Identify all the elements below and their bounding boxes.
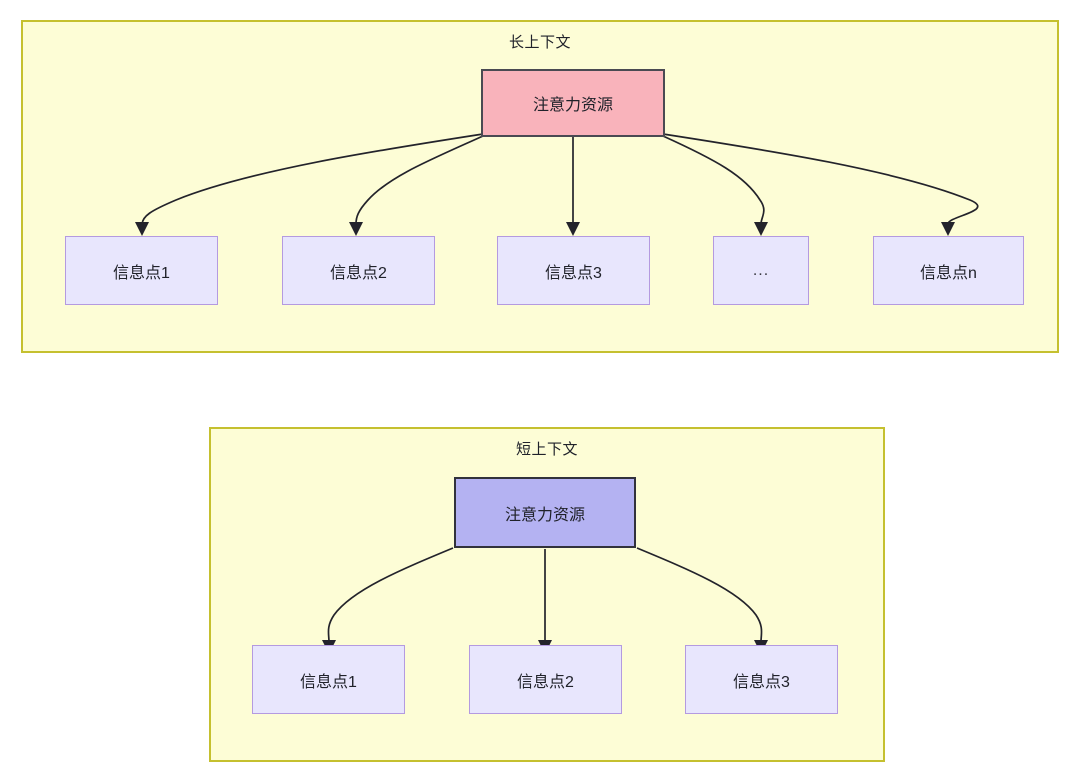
node-attention-resource-short-label: 注意力资源 xyxy=(504,506,585,524)
node-info-point-1-short-label: 信息点1 xyxy=(300,673,357,691)
panel-long-context-title: 长上下文 xyxy=(508,34,571,51)
node-info-point-1-long-label: 信息点1 xyxy=(113,264,170,282)
node-attention-resource-short[interactable]: 注意力资源 xyxy=(454,477,636,548)
node-info-point-2-long[interactable]: 信息点2 xyxy=(282,236,435,305)
node-info-point-3-short-label: 信息点3 xyxy=(733,673,790,691)
node-info-point-n-long[interactable]: 信息点n xyxy=(873,236,1024,305)
node-info-point-1-short[interactable]: 信息点1 xyxy=(252,645,405,714)
node-info-point-2-short-label: 信息点2 xyxy=(517,673,574,691)
node-info-ellipsis-long[interactable]: ... xyxy=(713,236,809,305)
node-info-point-2-long-label: 信息点2 xyxy=(330,264,387,282)
node-attention-resource-long[interactable]: 注意力资源 xyxy=(481,69,665,137)
node-info-point-3-long[interactable]: 信息点3 xyxy=(497,236,650,305)
node-info-point-1-long[interactable]: 信息点1 xyxy=(65,236,218,305)
node-info-point-n-long-label: 信息点n xyxy=(920,264,977,282)
node-attention-resource-long-label: 注意力资源 xyxy=(532,97,613,114)
node-info-ellipsis-long-label: ... xyxy=(752,261,770,279)
node-info-point-3-short[interactable]: 信息点3 xyxy=(685,645,838,714)
node-info-point-3-long-label: 信息点3 xyxy=(545,264,602,282)
panel-short-context-title: 短上下文 xyxy=(515,441,578,458)
node-info-point-2-short[interactable]: 信息点2 xyxy=(469,645,622,714)
